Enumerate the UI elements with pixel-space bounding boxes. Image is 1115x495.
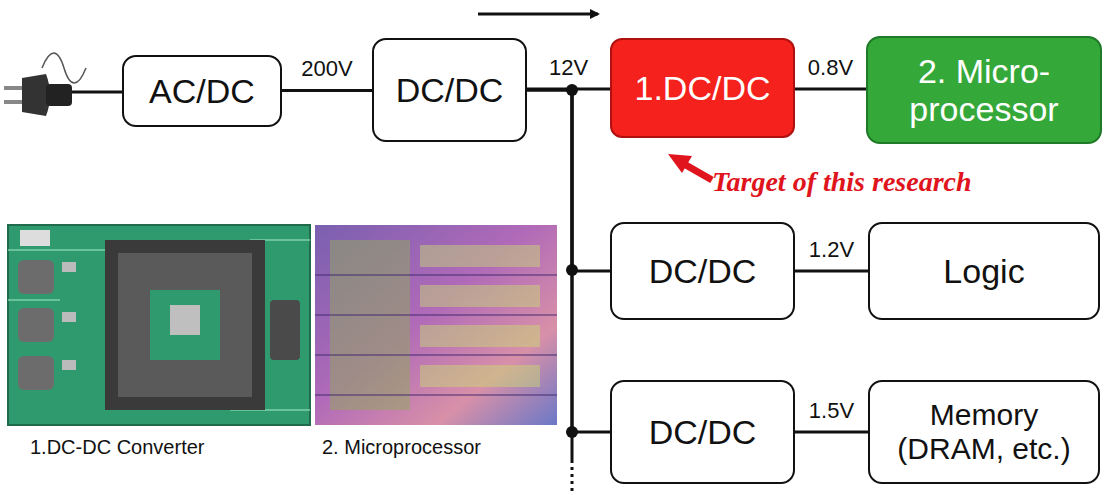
voltage-label: 200V bbox=[299, 57, 354, 81]
power-line bbox=[527, 90, 610, 271]
box-text: DC/DC bbox=[396, 71, 504, 109]
converter-box: DC/DC bbox=[610, 380, 795, 484]
power-line bbox=[795, 270, 868, 273]
pointer-arrow bbox=[668, 154, 712, 180]
box-text: AC/DC bbox=[149, 72, 255, 110]
load-box: Logic bbox=[868, 222, 1100, 320]
plug-icon bbox=[4, 74, 122, 116]
processor-box: 2. Micro- processor bbox=[866, 36, 1102, 144]
photo-caption: 2. Microprocessor bbox=[322, 436, 481, 459]
pcb-photo bbox=[8, 225, 310, 425]
box-text: 1.DC/DC bbox=[634, 69, 770, 107]
ac-wave-symbol bbox=[42, 53, 86, 83]
box-text: Memory (DRAM, etc.) bbox=[884, 398, 1084, 465]
power-line bbox=[795, 431, 868, 434]
box-text: 2. Micro- processor bbox=[878, 52, 1090, 128]
voltage-label: 0.8V bbox=[806, 56, 855, 80]
converter-box: DC/DC bbox=[372, 38, 527, 142]
box-text: Logic bbox=[943, 252, 1024, 290]
power-line bbox=[527, 90, 610, 432]
box-text: DC/DC bbox=[649, 252, 757, 290]
bus-continuation bbox=[571, 460, 574, 495]
flow-arrow bbox=[478, 13, 598, 16]
die-photo bbox=[315, 225, 557, 425]
converter-box: AC/DC bbox=[122, 55, 282, 127]
box-text: DC/DC bbox=[649, 413, 757, 451]
voltage-label: 12V bbox=[547, 56, 590, 80]
power-line bbox=[282, 89, 372, 92]
converter-box: DC/DC bbox=[610, 222, 795, 320]
memory-box: Memory (DRAM, etc.) bbox=[868, 380, 1100, 484]
power-line bbox=[795, 88, 866, 91]
callout-text: Target of this research bbox=[712, 166, 972, 198]
voltage-label: 1.5V bbox=[807, 399, 856, 423]
voltage-label: 1.2V bbox=[807, 238, 856, 262]
photo-caption: 1.DC-DC Converter bbox=[30, 436, 204, 459]
target-converter-box: 1.DC/DC bbox=[610, 38, 795, 138]
